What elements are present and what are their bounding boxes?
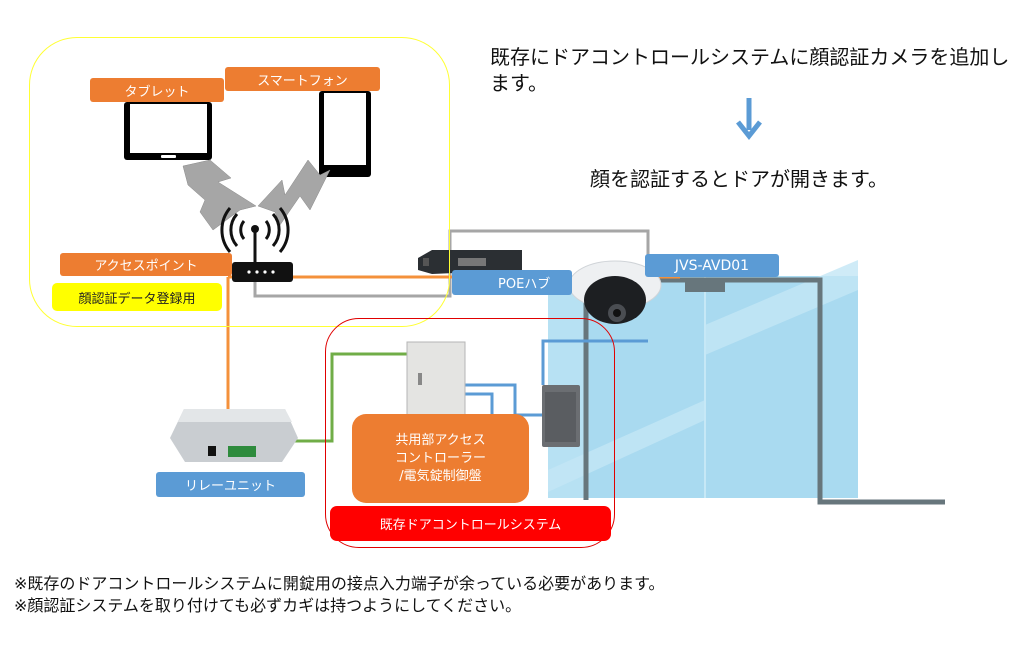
card-reader-device	[542, 385, 580, 447]
relay-unit-label: リレーユニット	[156, 472, 305, 497]
camera-model-label: JVS-AVD01	[645, 254, 779, 277]
down-arrow-icon	[736, 98, 762, 141]
poe-hub-label: POEハブ	[452, 270, 572, 295]
note-item: ※既存のドアコントロールシステムに開錠用の接点入力端子が余っている必要があります…	[14, 574, 665, 593]
access-point-label: アクセスポイント	[60, 253, 232, 276]
wireless-bolt-left	[182, 159, 257, 231]
relay-unit-device	[170, 409, 298, 462]
door-closer	[685, 280, 725, 292]
signal-cable-blue-1	[464, 383, 548, 417]
controller-label-line-1: 共用部アクセス	[395, 432, 486, 448]
door-frame	[583, 277, 945, 505]
controller-label: 共用部アクセス コントローラー /電気錠制御盤	[352, 414, 529, 503]
existing-system-label: 既存ドアコントロールシステム	[330, 506, 611, 541]
dome-camera-device	[568, 260, 662, 324]
glass-door	[548, 260, 858, 498]
headline-text: 既存にドアコントロールシステムに顔認証カメラを追加します。	[490, 45, 1010, 95]
tablet-label: タブレット	[90, 78, 224, 102]
notes: ※既存のドアコントロールシステムに開錠用の接点入力端子が余っている必要があります…	[14, 573, 665, 617]
controller-label-line-2: コントローラー	[394, 450, 486, 466]
note-item: ※顔認証システムを取り付けても必ずカギは持つようにしてください。	[14, 596, 522, 615]
registration-zone	[29, 37, 450, 327]
tablet-icon	[124, 102, 212, 160]
poe-hub-device	[418, 250, 522, 274]
registration-zone-label: 顔認証データ登録用	[52, 283, 222, 311]
controller-label-line-3: /電気錠制御盤	[399, 468, 482, 484]
contact-cable-green	[282, 352, 408, 443]
smartphone-icon	[319, 91, 371, 177]
access-point-icon	[220, 207, 293, 282]
existing-system-zone	[325, 318, 615, 548]
smartphone-label: スマートフォン	[225, 67, 380, 91]
result-text: 顔を認証するとドアが開きます。	[590, 167, 888, 191]
